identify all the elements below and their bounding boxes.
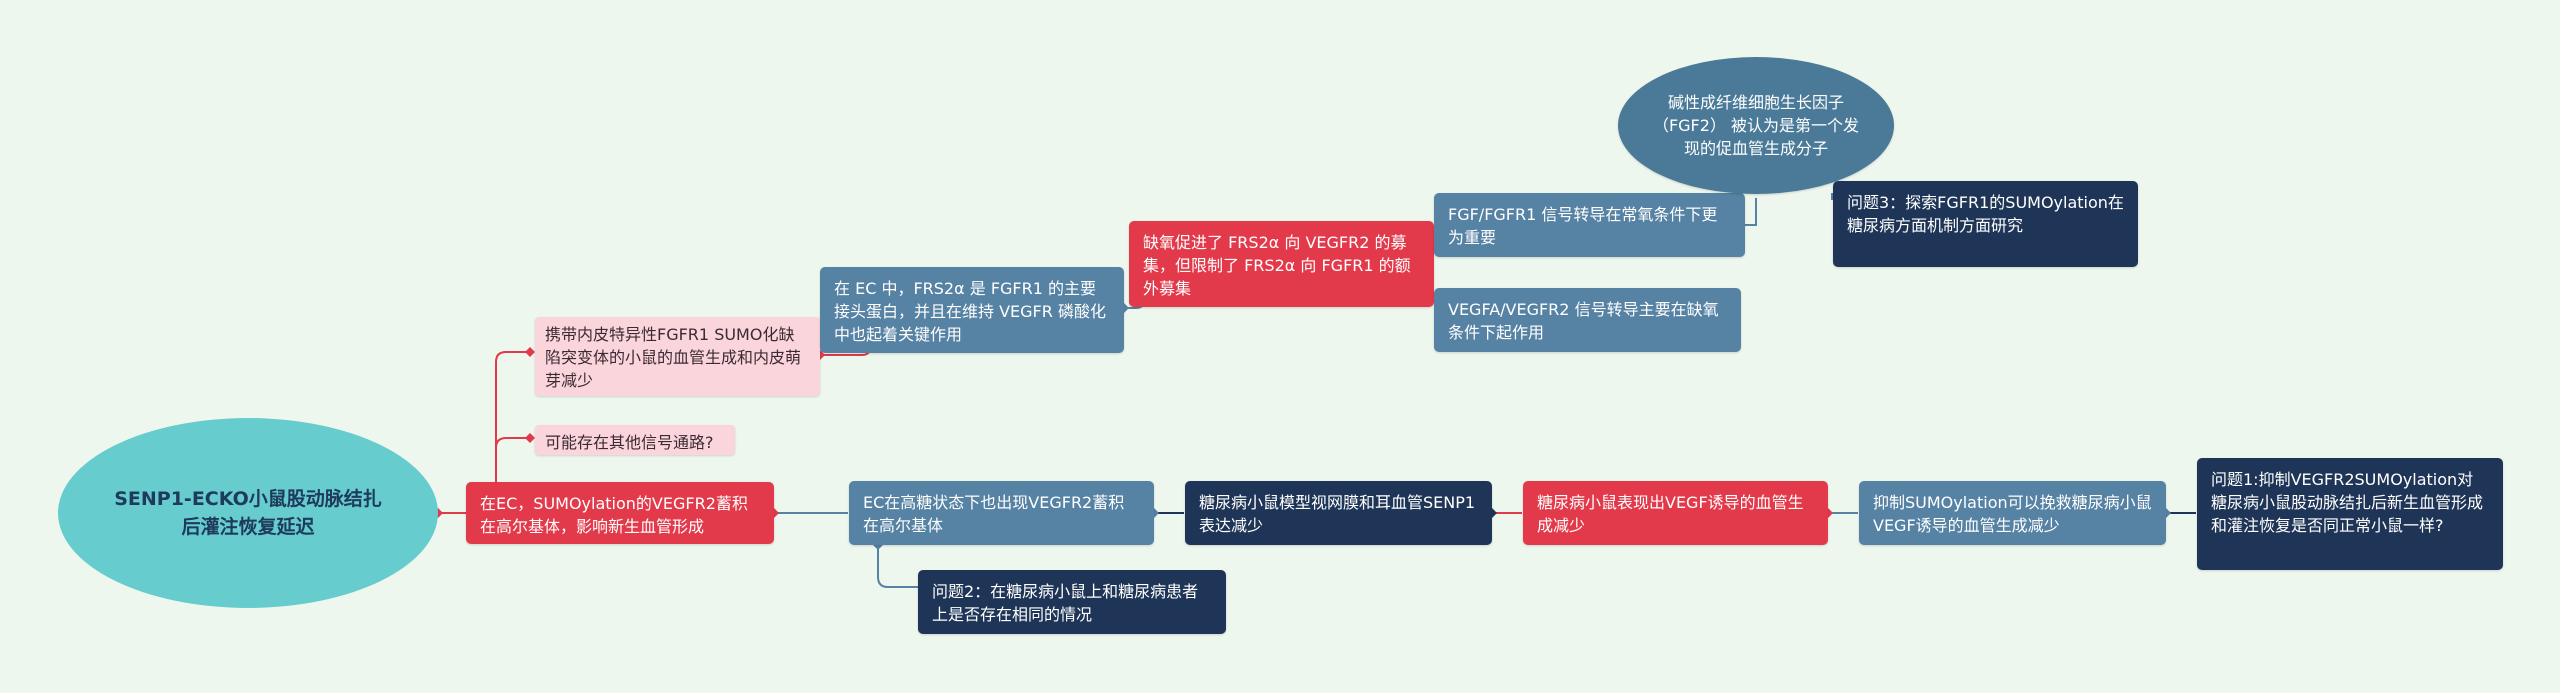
node-question-1[interactable]: 问题1:抑制VEGFR2SUMOylation对糖尿病小鼠股动脉结扎后新生血管形… [2197,458,2503,570]
node-senp1-reduced[interactable]: 糖尿病小鼠模型视网膜和耳血管SENP1表达减少 [1185,481,1492,545]
node-hypoxia-frs2a[interactable]: 缺氧促进了 FRS2α 向 VEGFR2 的募集，但限制了 FRS2α 向 FG… [1129,221,1434,307]
node-vegfr2-golgi-ec[interactable]: 在EC，SUMOylation的VEGFR2蓄积在高尔基体，影响新生血管形成 [466,482,774,544]
node-question-2[interactable]: 问题2：在糖尿病小鼠上和糖尿病患者上是否存在相同的情况 [918,570,1226,634]
node-fgf-normoxia[interactable]: FGF/FGFR1 信号转导在常氧条件下更为重要 [1434,193,1745,257]
node-other-pathways[interactable]: 可能存在其他信号通路? [535,425,735,455]
link-n1-n2 [495,351,530,482]
link-n10-n11 [877,545,918,588]
root-topic[interactable]: SENP1-ECKO小鼠股动脉结扎后灌注恢复延迟 [58,418,438,608]
node-fgf2-first-angiogenic[interactable]: 碱性成纤维细胞生长因子（FGF2） 被认为是第一个发现的促血管生成分子 [1618,57,1894,194]
node-high-glucose-golgi[interactable]: EC在高糖状态下也出现VEGFR2蓄积在高尔基体 [849,481,1154,545]
node-frs2a-adaptor[interactable]: 在 EC 中，FRS2α 是 FGFR1 的主要接头蛋白，并且在维持 VEGFR… [820,267,1124,353]
link-n6-n8 [1745,198,1757,226]
node-fgfr1-sumo-mutant[interactable]: 携带内皮特异性FGFR1 SUMO化缺陷突变体的小鼠的血管生成和内皮萌芽减少 [535,317,820,396]
node-vegfa-hypoxia[interactable]: VEGFA/VEGFR2 信号转导主要在缺氧条件下起作用 [1434,288,1741,352]
node-question-3[interactable]: 问题3：探索FGFR1的SUMOylation在糖尿病方面机制方面研究 [1833,181,2138,267]
node-vegf-angiogenesis-reduced[interactable]: 糖尿病小鼠表现出VEGF诱导的血管生成减少 [1523,481,1828,545]
node-sumo-inhibition-rescue[interactable]: 抑制SUMOylation可以挽救糖尿病小鼠VEGF诱导的血管生成减少 [1859,481,2166,545]
link-n1-n3 [495,437,530,450]
